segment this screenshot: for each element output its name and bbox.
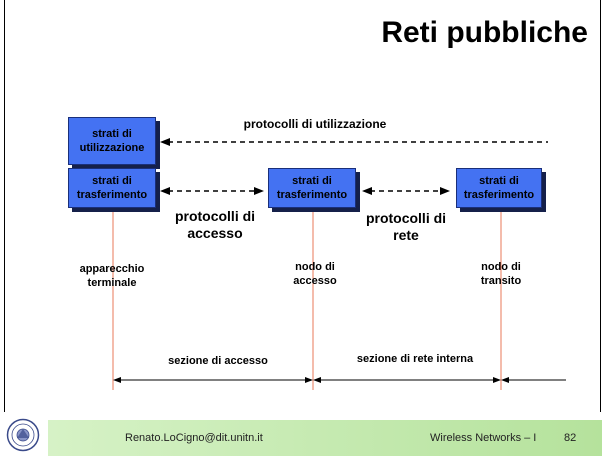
utilization-layers-box: strati di utilizzazione [68, 117, 156, 165]
access-section-head-left [113, 377, 121, 383]
access-arrowhead-left [160, 187, 170, 195]
access-section-head-right [305, 377, 313, 383]
access-arrowhead-right [254, 187, 264, 195]
network-arrowhead-left [362, 187, 372, 195]
terminal-transfer-layers-box: strati di trasferimento [68, 168, 156, 208]
access-node-label: nodo di accesso [293, 261, 337, 287]
slide-title: Reti pubbliche [381, 16, 588, 49]
access-transfer-layers-box: strati di trasferimento [268, 168, 356, 208]
internal-network-section-label: sezione di rete interna [356, 353, 474, 365]
footer-email: Renato.LoCigno@dit.unitn.it [125, 432, 263, 444]
external-section-head-left [501, 377, 509, 383]
utilization-protocol-label: protocolli di utilizzazione [243, 117, 387, 131]
footer-bar [48, 420, 602, 456]
internal-section-head-left [313, 377, 321, 383]
slide-frame-left [4, 0, 5, 412]
utilization-arrowhead [160, 138, 170, 146]
slide-frame-right [600, 0, 601, 412]
footer-course: Wireless Networks – I [430, 432, 537, 444]
internal-section-head-right [493, 377, 501, 383]
access-section-label: sezione di accesso [168, 355, 268, 367]
transit-node-label: nodo di transito [480, 261, 522, 287]
terminal-node-label: apparecchio terminale [79, 263, 145, 289]
university-seal-icon [6, 418, 40, 452]
transit-transfer-layers-box: strati di trasferimento [456, 168, 542, 208]
network-arrowhead-right [440, 187, 450, 195]
access-protocol-label: protocolli di accesso [174, 208, 256, 241]
network-protocol-label: protocolli di rete [365, 210, 447, 243]
footer-page-number: 82 [564, 432, 577, 444]
